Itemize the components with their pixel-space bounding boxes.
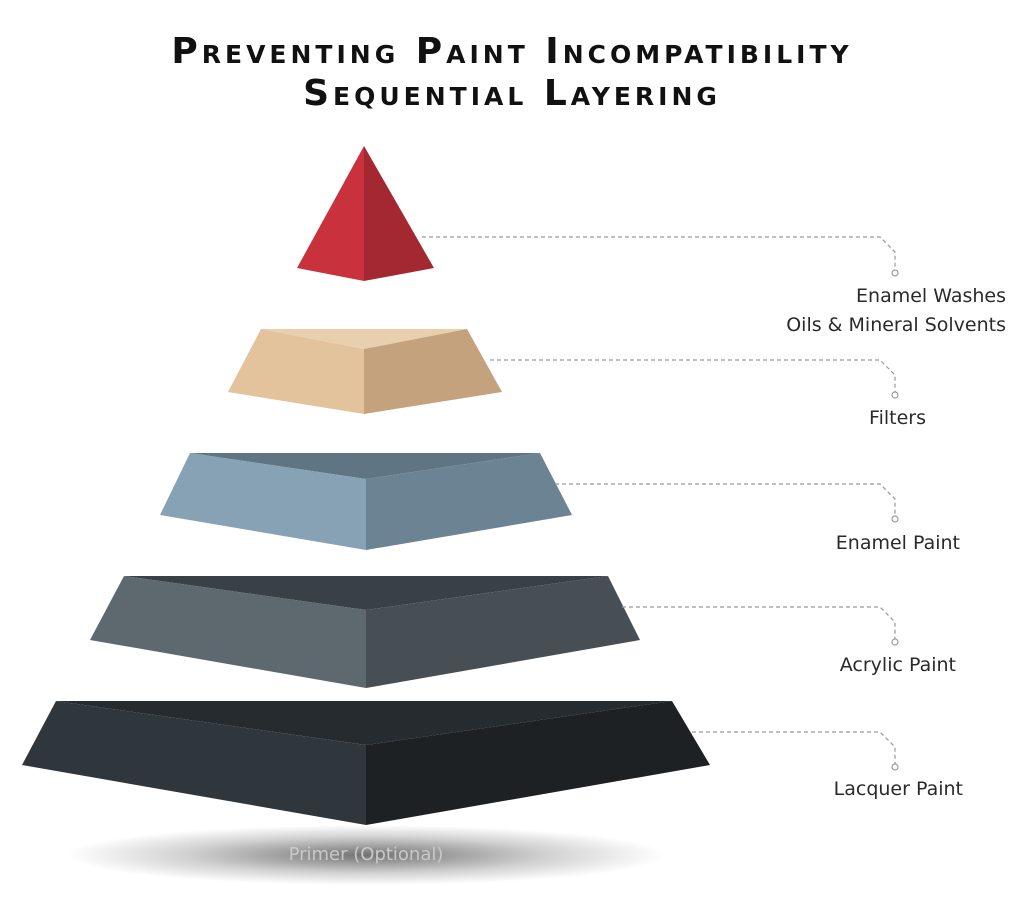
title-line-1: Preventing Paint Incompatibility — [171, 31, 853, 72]
layer-enamel-connector — [555, 483, 896, 517]
layer-enamel-paint — [160, 453, 899, 550]
layer-acrylic-paint — [90, 576, 899, 688]
layer-filters-left-face — [228, 329, 364, 414]
layer-filters-right-face — [364, 329, 502, 414]
layer-tip-left-face — [297, 146, 364, 281]
layer-filters-connector-dot — [891, 391, 899, 399]
layer-acrylic-connector — [622, 606, 896, 640]
label-acrylic-paint: Acrylic Paint — [839, 654, 956, 676]
layer-tip-connector-dot — [891, 269, 899, 277]
layer-lacquer-top-face — [56, 701, 672, 745]
layer-enamel-right-face — [366, 453, 572, 550]
layer-enamel-left-face — [160, 453, 366, 550]
layer-acrylic-left-face — [90, 576, 366, 688]
layer-acrylic-top-face — [124, 576, 608, 610]
layer-tip-connector — [422, 236, 896, 271]
layer-lacquer-connector-dot — [891, 763, 899, 771]
layer-enamel-top-face — [190, 453, 540, 479]
layer-lacquer-connector — [692, 731, 896, 765]
layer-lacquer-right-face — [366, 701, 710, 825]
layer-acrylic-connector-dot — [891, 638, 899, 646]
layer-lacquer-paint — [22, 701, 899, 825]
layer-acrylic-right-face — [366, 576, 640, 688]
title-line-2: Sequential Layering — [303, 73, 721, 114]
layer-tip-enamel-washes — [297, 146, 899, 281]
label-enamel-washes-line-2: Oils & Mineral Solvents — [786, 314, 1006, 336]
layer-enamel-connector-dot — [891, 515, 899, 523]
label-enamel-washes: Enamel Washes Oils & Mineral Solvents — [786, 282, 1006, 340]
layer-filters-connector — [490, 359, 896, 393]
label-enamel-paint: Enamel Paint — [835, 532, 960, 554]
layer-filters — [228, 329, 899, 414]
label-primer: Primer (Optional) — [288, 844, 444, 865]
base-shadow — [66, 825, 666, 885]
label-enamel-washes-line-1: Enamel Washes — [856, 285, 1006, 307]
layer-tip-right-face — [364, 146, 434, 281]
layer-filters-top-face — [261, 329, 467, 349]
label-lacquer-paint: Lacquer Paint — [833, 778, 963, 800]
label-filters: Filters — [869, 407, 926, 429]
layer-lacquer-left-face — [22, 701, 366, 825]
